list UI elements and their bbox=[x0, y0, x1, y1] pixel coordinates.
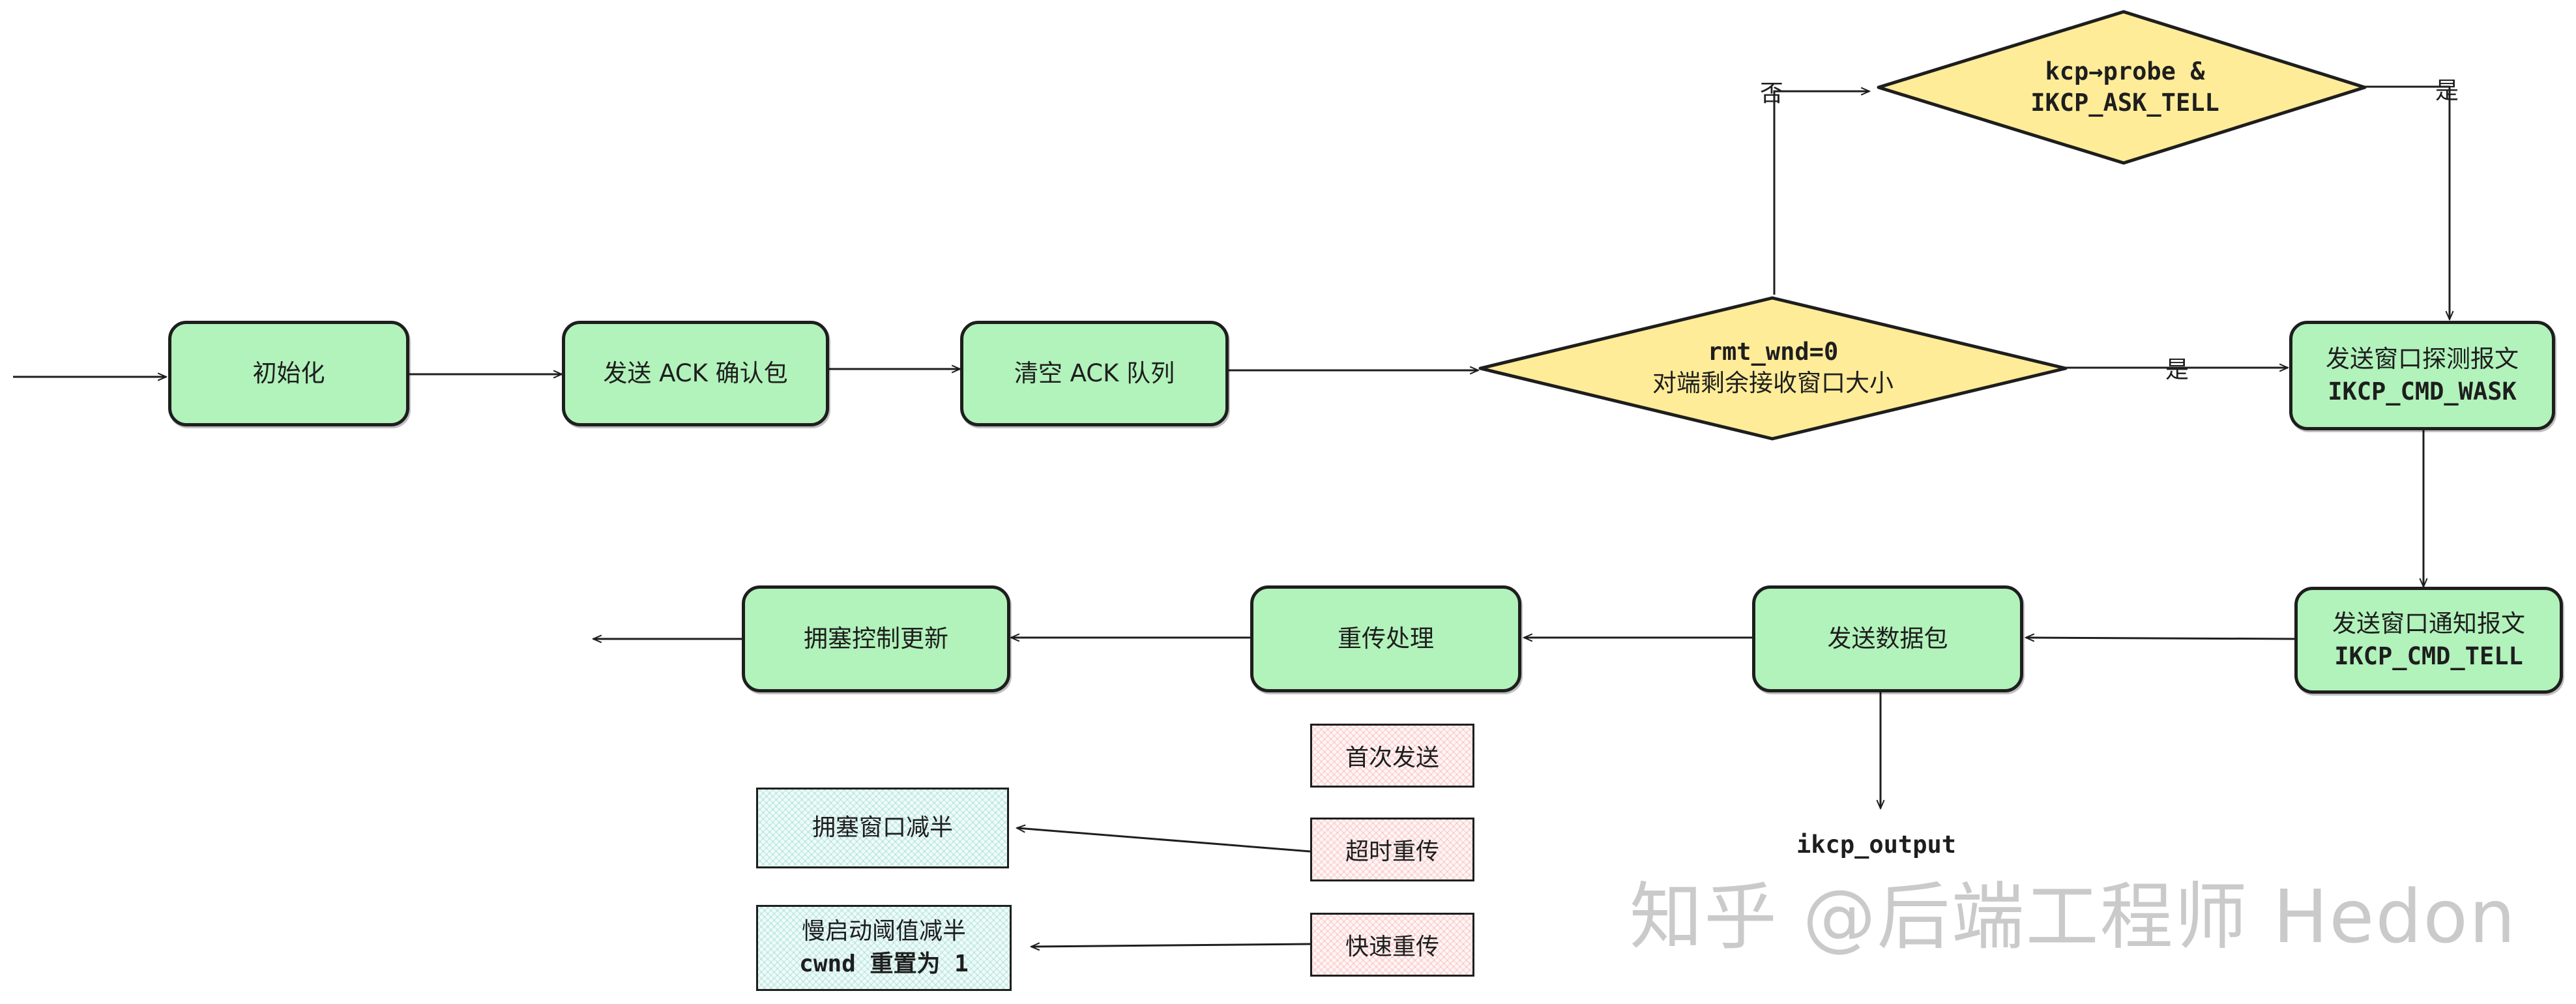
init-node: 初始化 bbox=[168, 321, 409, 426]
cwnd-half-label: 拥塞窗口减半 bbox=[812, 814, 953, 841]
congestion-label: 拥塞控制更新 bbox=[804, 625, 948, 653]
arrow-fast-to-ssthresh bbox=[1031, 944, 1311, 947]
retransmit-label: 重传处理 bbox=[1338, 625, 1434, 653]
cwnd-half-box: 拥塞窗口减半 bbox=[756, 788, 1009, 868]
congestion-node: 拥塞控制更新 bbox=[742, 585, 1010, 692]
ssthresh-box: 慢启动阈值减半 cwnd 重置为 1 bbox=[756, 905, 1012, 991]
timeout-retrans-box: 超时重传 bbox=[1310, 818, 1474, 881]
probe-label-line2: IKCP_ASK_TELL bbox=[2030, 89, 2219, 117]
probe-label-line1: kcp→probe & bbox=[2045, 57, 2205, 85]
fast-retrans-label: 快速重传 bbox=[1345, 934, 1439, 960]
ikcp-output-label: ikcp_output bbox=[1796, 831, 1957, 859]
probe-decision-label: kcp→probe & IKCP_ASK_TELL bbox=[1955, 56, 2294, 119]
wask-label-line2: IKCP_CMD_WASK bbox=[2328, 377, 2517, 406]
clear-ack-node: 清空 ACK 队列 bbox=[960, 321, 1229, 426]
rmt-wnd-decision-label: rmt_wnd=0 对端剩余接收窗口大小 bbox=[1564, 336, 1982, 399]
ssthresh-label-line1: 慢启动阈值减半 bbox=[801, 918, 966, 945]
no-edge-label: 否 bbox=[1760, 80, 1784, 107]
send-ack-label: 发送 ACK 确认包 bbox=[603, 359, 788, 387]
arrow-probe-yes-to-wask bbox=[2365, 85, 2450, 319]
fast-retrans-box: 快速重传 bbox=[1310, 913, 1474, 977]
tell-node: 发送窗口通知报文 IKCP_CMD_TELL bbox=[2294, 587, 2563, 694]
rmt-wnd-decision-shape bbox=[1478, 296, 2068, 441]
wask-label-line1: 发送窗口探测报文 bbox=[2326, 345, 2519, 373]
arrow-rmt-wnd-no-to-probe bbox=[1773, 91, 1869, 295]
wask-node: 发送窗口探测报文 IKCP_CMD_WASK bbox=[2289, 321, 2555, 430]
ssthresh-label-line2: cwnd 重置为 1 bbox=[799, 951, 969, 977]
rmt-wnd-label-line1: rmt_wnd=0 bbox=[1707, 338, 1839, 366]
timeout-retrans-label: 超时重传 bbox=[1345, 838, 1439, 865]
yes-edge-label-top: 是 bbox=[2435, 78, 2459, 104]
watermark-text: 知乎 @后端工程师 Hedon bbox=[1630, 875, 2517, 960]
rmt-wnd-label-line2: 对端剩余接收窗口大小 bbox=[1652, 369, 1894, 397]
yes-edge-label-mid: 是 bbox=[2165, 357, 2189, 383]
send-data-label: 发送数据包 bbox=[1827, 625, 1948, 653]
send-ack-node: 发送 ACK 确认包 bbox=[562, 321, 829, 426]
first-send-label: 首次发送 bbox=[1345, 745, 1439, 771]
probe-decision-shape bbox=[1877, 10, 2367, 165]
retransmit-node: 重传处理 bbox=[1250, 585, 1521, 692]
arrow-timeout-to-cwnd-half bbox=[1017, 828, 1311, 853]
tell-label-line2: IKCP_CMD_TELL bbox=[2334, 642, 2523, 670]
arrow-tell-to-send-data bbox=[2026, 638, 2295, 639]
clear-ack-label: 清空 ACK 队列 bbox=[1014, 359, 1175, 387]
first-send-box: 首次发送 bbox=[1310, 724, 1474, 788]
send-data-node: 发送数据包 bbox=[1752, 585, 2023, 692]
init-label: 初始化 bbox=[252, 359, 325, 387]
tell-label-line1: 发送窗口通知报文 bbox=[2332, 610, 2525, 638]
